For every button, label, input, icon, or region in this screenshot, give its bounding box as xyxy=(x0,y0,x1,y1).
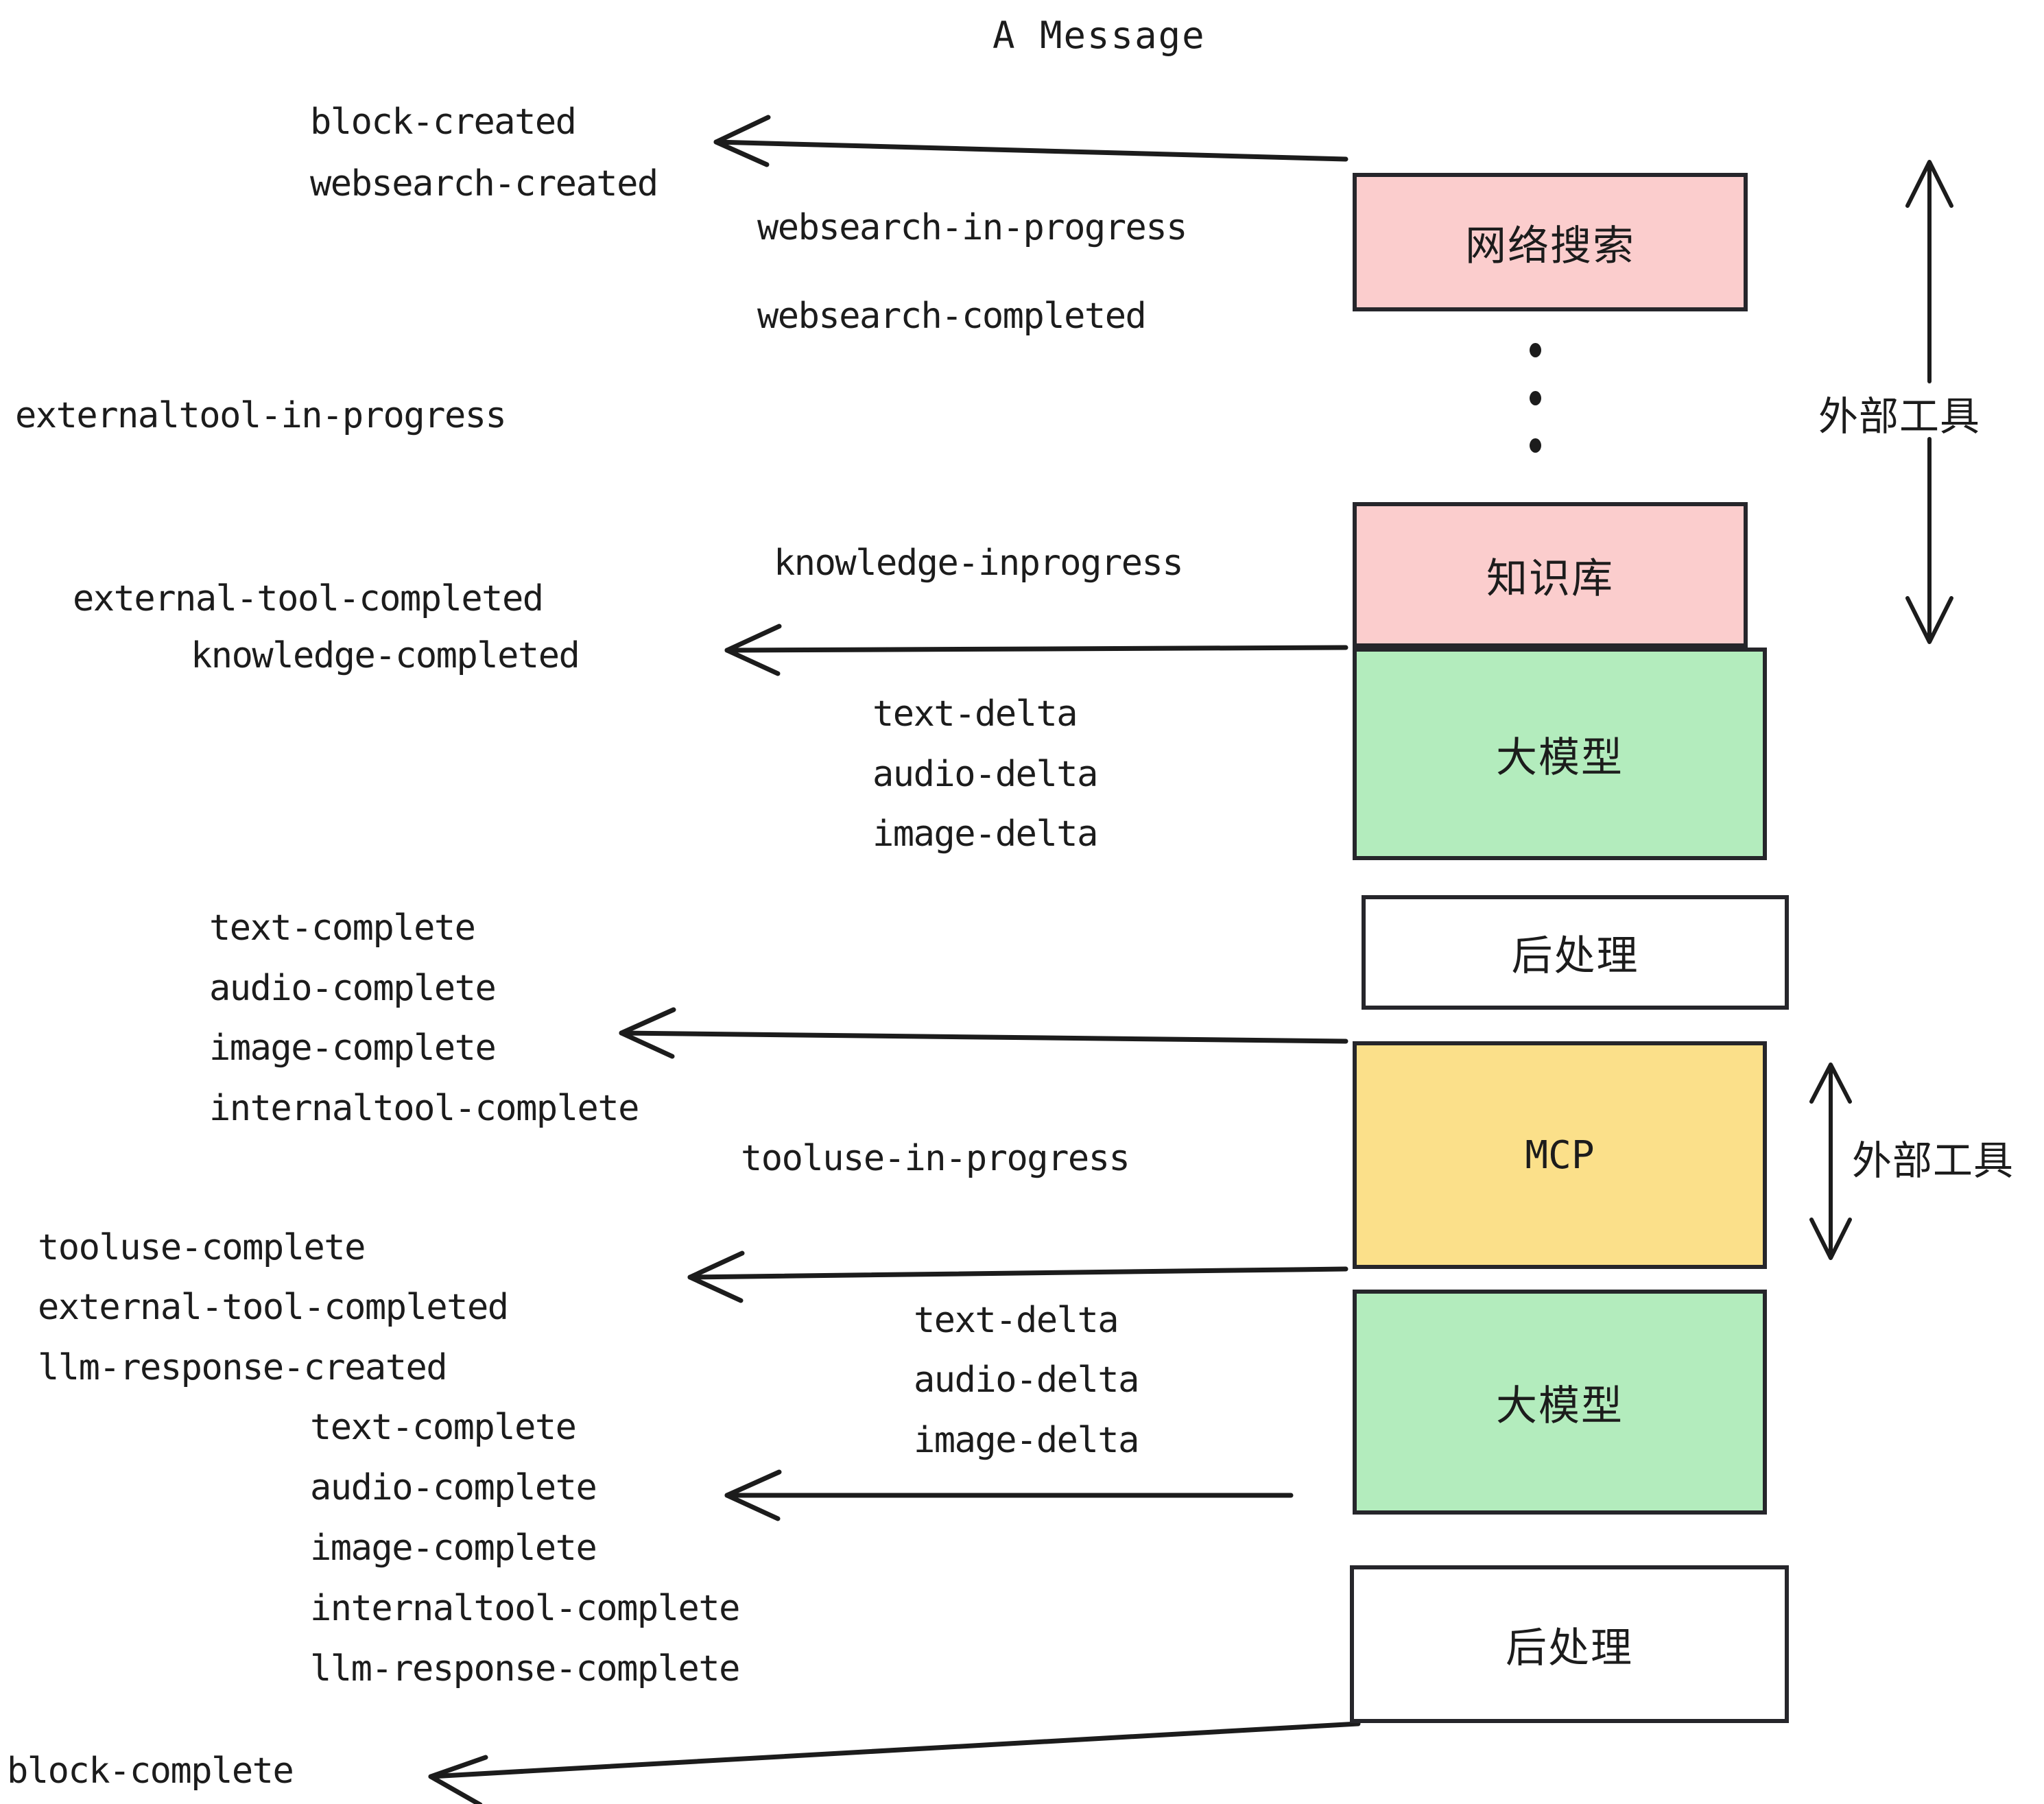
arrow-llm-bottom-to-events xyxy=(724,1469,1294,1521)
arrow-mcp-to-events xyxy=(687,1250,1348,1303)
group-label-external-tools-bottom: 外部工具 xyxy=(1852,1137,2015,1184)
event-block-created: block-created xyxy=(310,102,577,143)
node-websearch[interactable]: 网络搜索 xyxy=(1353,173,1748,311)
arrow-knowledge-to-events xyxy=(724,624,1348,676)
event-text-complete-1: text-complete xyxy=(209,907,476,949)
arrow-postprocess-top-to-events xyxy=(619,1007,1348,1059)
event-text-delta-1: text-delta xyxy=(872,693,1078,735)
ellipsis-dot xyxy=(1529,390,1541,405)
node-llm-top-label: 大模型 xyxy=(1496,733,1624,782)
event-external-tool-completed-1: external-tool-completed xyxy=(73,578,544,619)
event-audio-delta-1: audio-delta xyxy=(872,754,1098,795)
event-text-complete-2: text-complete xyxy=(310,1407,577,1448)
event-audio-complete-2: audio-complete xyxy=(310,1467,597,1508)
event-internaltool-complete-2: internaltool-complete xyxy=(310,1588,740,1629)
external-tools-range-arrow-bottom xyxy=(1809,1063,1852,1260)
group-label-external-tools-top: 外部工具 xyxy=(1818,393,1981,440)
event-websearch-completed: websearch-completed xyxy=(757,296,1147,337)
node-knowledge-base[interactable]: 知识库 xyxy=(1353,502,1748,648)
event-websearch-created: websearch-created xyxy=(310,163,658,204)
node-llm-top[interactable]: 大模型 xyxy=(1353,648,1767,860)
node-postprocess-bottom-label: 后处理 xyxy=(1506,1624,1633,1672)
event-text-delta-2: text-delta xyxy=(914,1300,1119,1341)
node-llm-bottom-label: 大模型 xyxy=(1496,1381,1624,1430)
event-audio-delta-2: audio-delta xyxy=(914,1360,1139,1401)
ellipsis-vertical xyxy=(1528,343,1542,453)
node-postprocess-top[interactable]: 后处理 xyxy=(1362,895,1789,1010)
event-block-complete: block-complete xyxy=(7,1750,294,1792)
node-llm-bottom[interactable]: 大模型 xyxy=(1353,1290,1767,1515)
event-websearch-in-progress: websearch-in-progress xyxy=(757,207,1187,248)
event-image-delta-2: image-delta xyxy=(914,1420,1139,1461)
event-tooluse-in-progress: tooluse-in-progress xyxy=(741,1138,1130,1179)
event-tooluse-complete: tooluse-complete xyxy=(38,1227,366,1268)
event-external-tool-completed-2: external-tool-completed xyxy=(38,1287,509,1328)
event-image-complete-1: image-complete xyxy=(209,1028,497,1069)
event-llm-response-created: llm-response-created xyxy=(38,1347,448,1388)
page-title: A Message xyxy=(993,14,1206,57)
event-knowledge-completed: knowledge-completed xyxy=(191,635,580,676)
event-audio-complete-1: audio-complete xyxy=(209,968,497,1009)
event-internaltool-complete-1: internaltool-complete xyxy=(209,1088,639,1129)
node-knowledge-base-label: 知识库 xyxy=(1486,554,1614,603)
event-externaltool-in-progress: externaltool-in-progress xyxy=(15,395,507,436)
arrow-websearch-to-events xyxy=(713,115,1348,167)
event-llm-response-complete: llm-response-complete xyxy=(310,1648,740,1689)
event-knowledge-inprogress: knowledge-inprogress xyxy=(774,543,1184,584)
event-image-complete-2: image-complete xyxy=(310,1528,597,1569)
ellipsis-dot xyxy=(1529,438,1541,453)
node-mcp[interactable]: MCP xyxy=(1353,1041,1767,1269)
ellipsis-dot xyxy=(1529,343,1541,357)
node-websearch-label: 网络搜索 xyxy=(1465,222,1635,270)
node-mcp-label: MCP xyxy=(1525,1132,1595,1178)
event-image-delta-1: image-delta xyxy=(872,814,1098,855)
node-postprocess-bottom[interactable]: 后处理 xyxy=(1350,1565,1789,1723)
node-postprocess-top-label: 后处理 xyxy=(1511,932,1639,980)
arrow-postprocess-bottom-to-events xyxy=(428,1721,1361,1804)
